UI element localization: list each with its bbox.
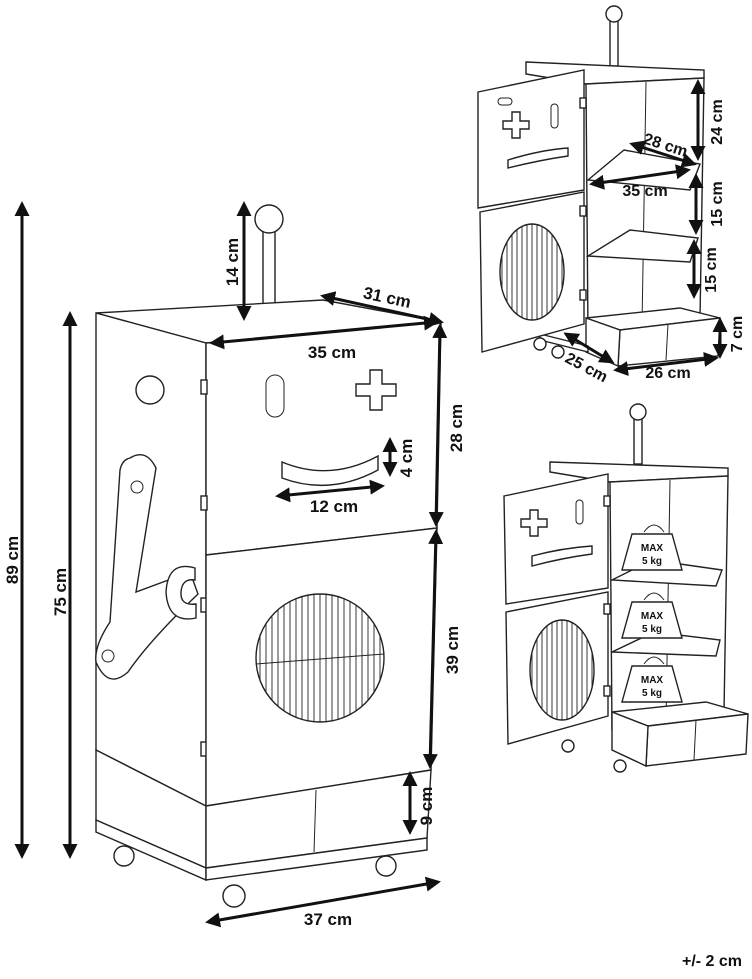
hinge (579, 205, 587, 217)
hinge (603, 495, 611, 507)
wheel (533, 337, 547, 351)
label-mouth-height: 4 cm (397, 439, 416, 478)
hinge (200, 379, 208, 395)
antenna-ball (629, 403, 647, 421)
base-front (205, 837, 428, 881)
weight-icons: MAX 5 kg MAX 5 kg MAX 5 kg (621, 524, 683, 703)
weight-icon: MAX 5 kg (621, 656, 683, 703)
open-robot-drawing (477, 5, 721, 368)
antenna-ball (254, 204, 284, 234)
label-lower-door: 39 cm (443, 626, 462, 674)
main-robot-drawing (95, 204, 442, 908)
antenna-rod (609, 17, 619, 67)
label-mouth-width: 12 cm (310, 497, 358, 516)
eye-slot (265, 374, 285, 418)
plus-eye (355, 369, 397, 411)
grille-lines (256, 594, 384, 722)
grille-lines (531, 620, 593, 720)
label-drawer-width: 26 cm (645, 365, 690, 382)
label-lower-shelf: 15 cm (703, 247, 720, 292)
open-upper-door (503, 473, 609, 605)
label-base-width: 37 cm (304, 910, 352, 929)
label-inner-width: 35 cm (622, 183, 667, 200)
wheel (222, 884, 246, 908)
crank-bolt-top (130, 480, 144, 494)
wheel (551, 345, 565, 359)
hinge (579, 289, 587, 301)
side-hole (135, 375, 165, 405)
wheel (561, 739, 575, 753)
shelf (585, 229, 699, 263)
open-dimension-lines (563, 79, 728, 377)
open-upper-door (477, 69, 585, 209)
label-body-height: 75 cm (51, 568, 70, 616)
label-drawer-height: 7 cm (729, 316, 746, 352)
weight-label-value: 5 kg (642, 556, 662, 567)
label-total-height: 89 cm (3, 536, 22, 584)
weight-label-max: MAX (641, 611, 664, 622)
drawer-side (611, 710, 649, 768)
hinge (603, 685, 611, 697)
weight-label-value: 5 kg (642, 624, 662, 635)
grille-lines (501, 224, 563, 320)
tolerance-note: +/- 2 cm (682, 953, 742, 970)
main-dimension-labels: 89 cm 75 cm 14 cm 31 cm 35 cm 28 cm 4 cm… (3, 238, 466, 929)
weight-label-max: MAX (641, 543, 664, 554)
mouth-handle (507, 147, 569, 169)
hinge (579, 97, 587, 109)
weight-icon: MAX 5 kg (621, 592, 683, 639)
weight-icon: MAX 5 kg (621, 524, 683, 571)
plus-cutout (520, 509, 548, 537)
wheel (113, 845, 135, 867)
antenna-ball (605, 5, 623, 23)
weight-label-value: 5 kg (642, 688, 662, 699)
wheel (613, 759, 627, 773)
antenna-rod (633, 415, 643, 465)
wheel (375, 855, 397, 877)
label-upper-shelf: 24 cm (709, 99, 726, 144)
crank-handle (95, 454, 199, 680)
crank-bolt-bottom (101, 649, 115, 663)
hinge (200, 495, 208, 511)
label-antenna: 14 cm (223, 238, 242, 286)
eye-cutout (550, 103, 559, 129)
eye-cutout (575, 499, 584, 525)
label-middle-shelf: 15 cm (709, 181, 726, 226)
weight-label-max: MAX (641, 675, 664, 686)
hinge (603, 603, 611, 615)
crank-hook (165, 565, 197, 620)
plus-cutout (502, 111, 530, 139)
load-robot-drawing (503, 403, 749, 773)
main-dimension-lines (14, 201, 448, 928)
label-top-width: 35 cm (308, 343, 356, 362)
mouth-handle (531, 545, 593, 567)
door-slot (497, 97, 513, 106)
label-upper-door: 28 cm (447, 404, 466, 452)
label-drawer: 9 cm (417, 787, 436, 826)
